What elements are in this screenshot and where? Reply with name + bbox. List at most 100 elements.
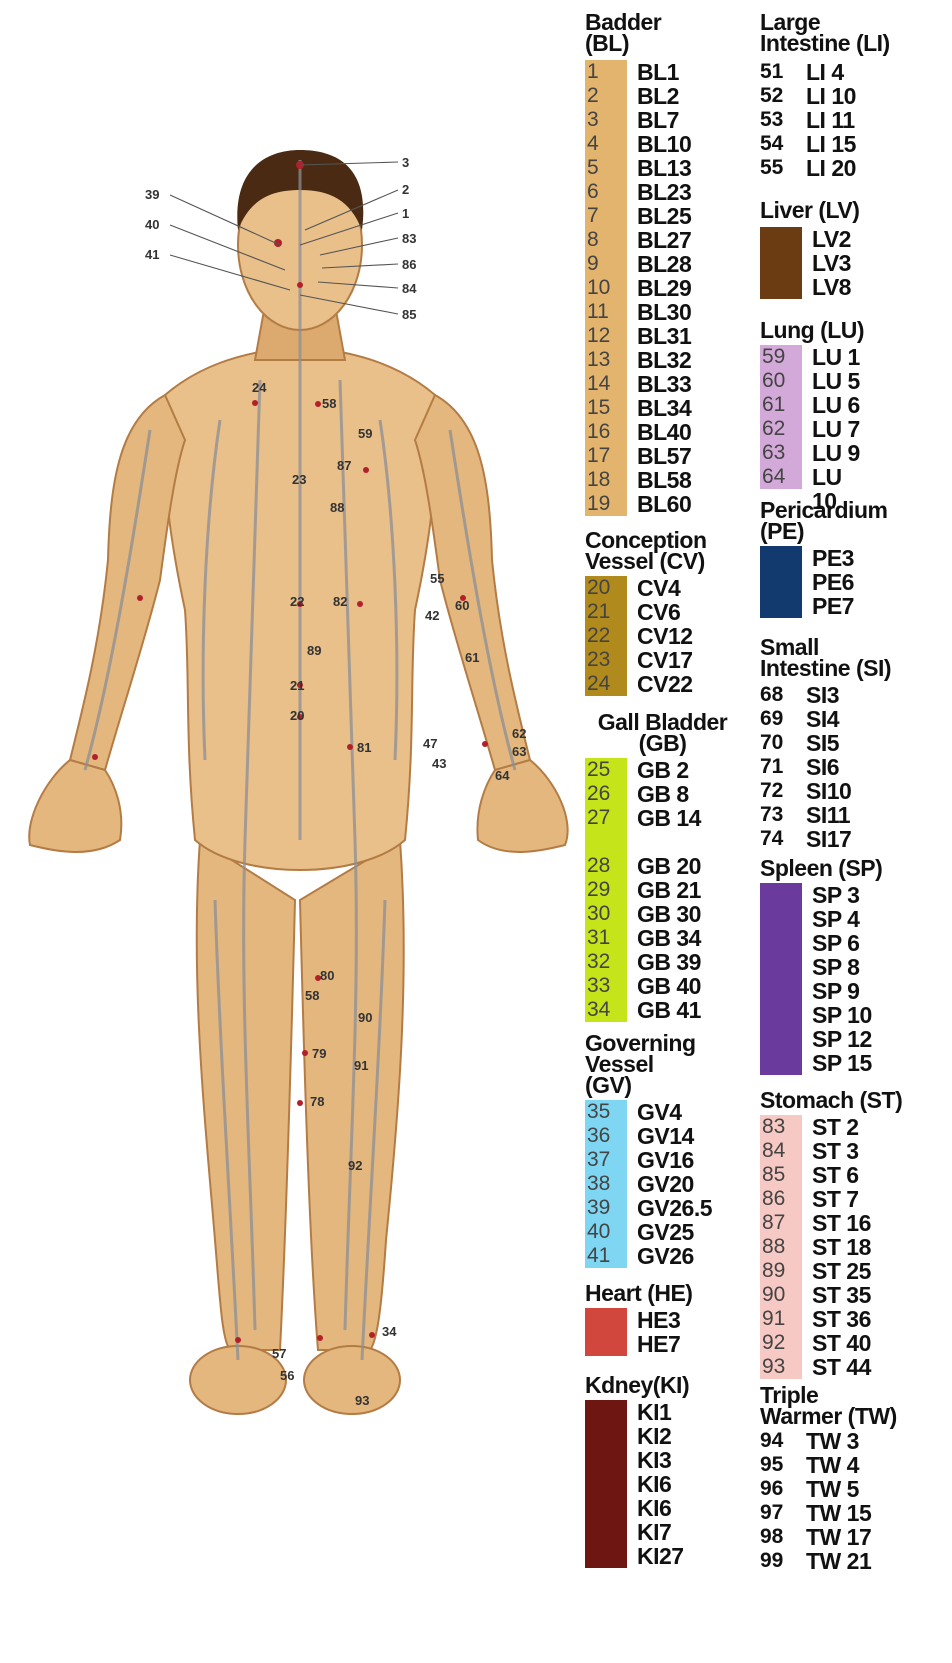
point-number: 25 [587,758,625,782]
point-code: BL31 [637,324,691,348]
point-label: 55 [430,571,444,586]
legend-row: 37GV16 [585,1148,696,1172]
legend-row: 73SI11 [760,803,891,827]
point-code: GB 41 [637,998,701,1022]
point-code: SI6 [806,755,839,779]
point-code: GV26.5 [637,1196,712,1220]
point-number: 3 [587,108,625,132]
point-number: 61 [762,393,800,417]
point-code: BL13 [637,156,691,180]
point-code: GB 14 [637,806,701,830]
legend-row: 68SI3 [760,683,891,707]
point-number: 60 [762,369,800,393]
point-label: 63 [512,744,526,759]
point-number: 16 [587,420,625,444]
legend-row: 20CV4 [585,576,707,600]
point-label: 85 [402,307,416,322]
point-code: LU 6 [812,393,860,417]
point-number: 94 [760,1429,798,1453]
legend-row: 33GB 40 [585,974,740,998]
legend-row: 7BL25 [585,204,661,228]
point-number: 85 [762,1163,800,1187]
point-code: BL30 [637,300,691,324]
legend-row: 52LI 10 [760,84,890,108]
point-label: 22 [290,594,304,609]
point-label: 59 [358,426,372,441]
point-code: SP 8 [812,955,859,979]
point-code: LI 15 [806,132,856,156]
legend-row: 74SI17 [760,827,891,851]
point-code: BL1 [637,60,679,84]
point-code: ST 25 [812,1259,871,1283]
legend-group-title: Liver (LV) [760,200,859,221]
legend-row: 60 LU 5 [760,369,864,393]
point-code: TW 4 [806,1453,859,1477]
point-number: 83 [762,1115,800,1139]
point-label: 34 [382,1324,397,1339]
point-code: KI3 [637,1448,671,1472]
point-number: 95 [760,1453,798,1477]
point-code: KI6 [637,1496,671,1520]
legend-row: 13BL32 [585,348,661,372]
legend-row: 91ST 36 [760,1307,902,1331]
point-number: 98 [760,1525,798,1549]
point-label: 61 [465,650,479,665]
point-code: TW 17 [806,1525,871,1549]
legend-row: 38GV20 [585,1172,696,1196]
point-code: TW 5 [806,1477,859,1501]
point-label: 23 [292,472,306,487]
point-code: SP 6 [812,931,859,955]
point-code: TW 21 [806,1549,871,1573]
point-code: SI10 [806,779,851,803]
legend-row: 53LI 11 [760,108,890,132]
legend-row: 9BL28 [585,252,661,276]
legend-row: KI3 [585,1448,689,1472]
point-code: TW 15 [806,1501,871,1525]
point-code: GV26 [637,1244,694,1268]
point-number: 97 [760,1501,798,1525]
point-number: 32 [587,950,625,974]
point-number: 27 [587,806,625,830]
point-code: LU 5 [812,369,860,393]
legend-group-liver: Liver (LV) LV2 LV3 LV8 [760,200,859,299]
point-label: 82 [333,594,347,609]
point-code: BL58 [637,468,691,492]
legend-row: SP 8 [760,955,882,979]
legend-row: LV2 [760,227,859,251]
point-code: TW 3 [806,1429,859,1453]
point-label: 88 [330,500,344,515]
point-label: 92 [348,1158,362,1173]
legend-row: PE3 [760,546,887,570]
point-code: ST 3 [812,1139,859,1163]
point-code: CV22 [637,672,693,696]
point-number: 84 [762,1139,800,1163]
legend-row: KI7 [585,1520,689,1544]
point-code: LU 7 [812,417,860,441]
point-code: PE7 [812,594,854,618]
point-number: 9 [587,252,625,276]
point-number: 13 [587,348,625,372]
point-number: 6 [587,180,625,204]
point-number: 4 [587,132,625,156]
point-code: KI6 [637,1472,671,1496]
point-number: 2 [587,84,625,108]
point-number: 22 [587,624,625,648]
legend-row: 19BL60 [585,492,661,516]
point-code: LI 20 [806,156,856,180]
legend-row: 83 ST 2 [760,1115,902,1139]
point-code: ST 2 [812,1115,859,1139]
legend-row: 88ST 18 [760,1235,902,1259]
legend-group-title: Heart (HE) [585,1283,692,1304]
point-code: KI1 [637,1400,671,1424]
point-number: 73 [760,803,798,827]
point-number: 92 [762,1331,800,1355]
legend-row: 98 TW 17 [760,1525,897,1549]
acupuncture-body-figure: 3 2 1 83 86 84 85 39 40 41 24 58 59 87 2… [0,0,570,1663]
